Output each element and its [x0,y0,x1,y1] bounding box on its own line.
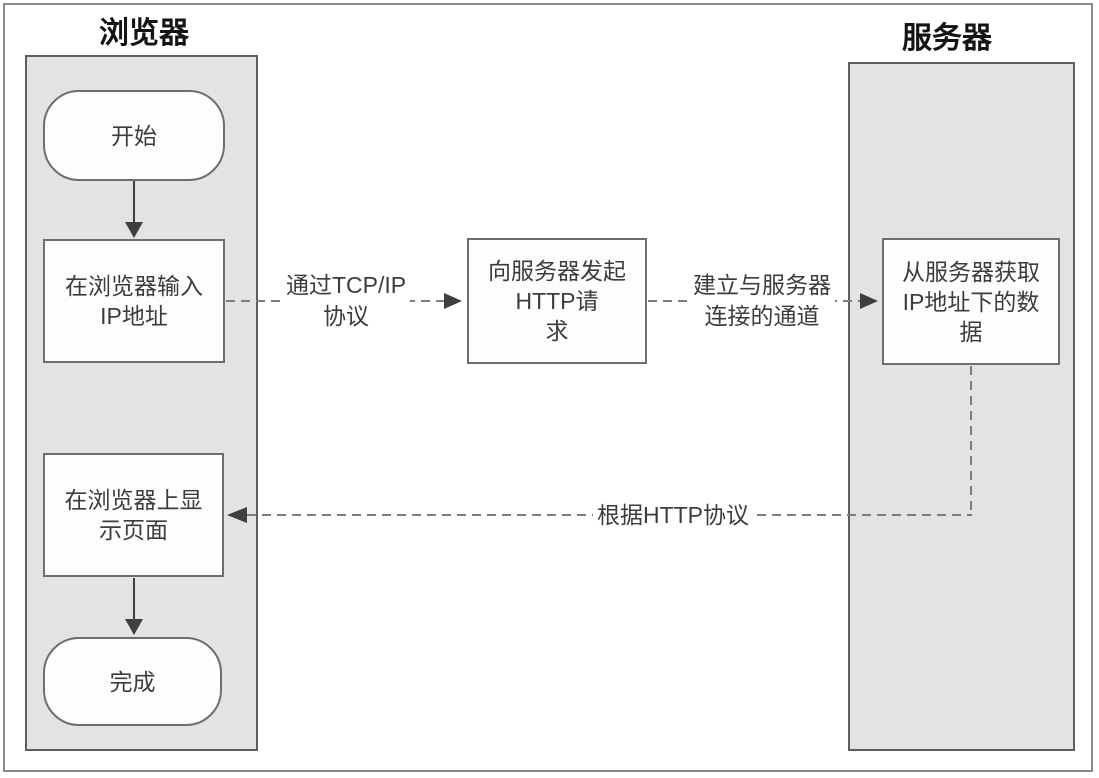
edge-label-line: 通过TCP/IP [285,272,407,298]
edge-label-channel: 建立与服务器 连接的通道 [689,270,835,332]
edge-http-response-vertical [970,366,972,515]
node-start: 开始 [43,90,225,181]
node-label-line: 据 [959,318,983,345]
server-lane [848,62,1075,751]
node-label-line: 开始 [111,122,157,149]
node-label-line: IP地址下的数 [902,288,1040,315]
node-send-http-request: 向服务器发起 HTTP请 求 [467,238,647,364]
node-label-line: 求 [545,318,569,344]
node-complete: 完成 [43,637,222,726]
edge-label-line: 连接的通道 [704,303,820,329]
node-display-page: 在浏览器上显 示页面 [43,453,224,577]
arrow-start-to-enter-ip [133,181,135,223]
node-label-line: 示页面 [99,517,168,543]
arrowhead-down-icon [125,619,143,635]
node-label-line: 向服务器发起 [488,258,626,284]
node-label-line: 完成 [109,668,156,695]
node-label-line: 在浏览器上显 [64,487,203,513]
edge-label-line: 根据HTTP协议 [596,502,750,528]
arrowhead-right-icon [860,293,878,309]
node-fetch-ip-data: 从服务器获取 IP地址下的数 据 [882,238,1060,365]
edge-label-http: 根据HTTP协议 [592,500,754,530]
node-label-line: HTTP请 [515,288,599,314]
lane-title-server: 服务器 [902,22,992,55]
node-label-line: 在浏览器输入 [65,273,203,299]
edge-label-tcpip: 通过TCP/IP 协议 [281,270,411,332]
node-label-line: 从服务器获取 [902,258,1040,285]
node-enter-ip-address: 在浏览器输入 IP地址 [43,239,225,363]
arrowhead-down-icon [125,222,143,238]
edge-label-line: 建立与服务器 [693,272,831,298]
edge-label-line: 协议 [323,303,369,329]
arrowhead-right-icon [444,293,462,309]
node-label-line: IP地址 [100,303,168,329]
arrow-display-to-complete [133,578,135,620]
lane-title-browser: 浏览器 [99,17,189,50]
arrowhead-left-icon [227,507,247,523]
diagram-frame [3,3,1093,772]
